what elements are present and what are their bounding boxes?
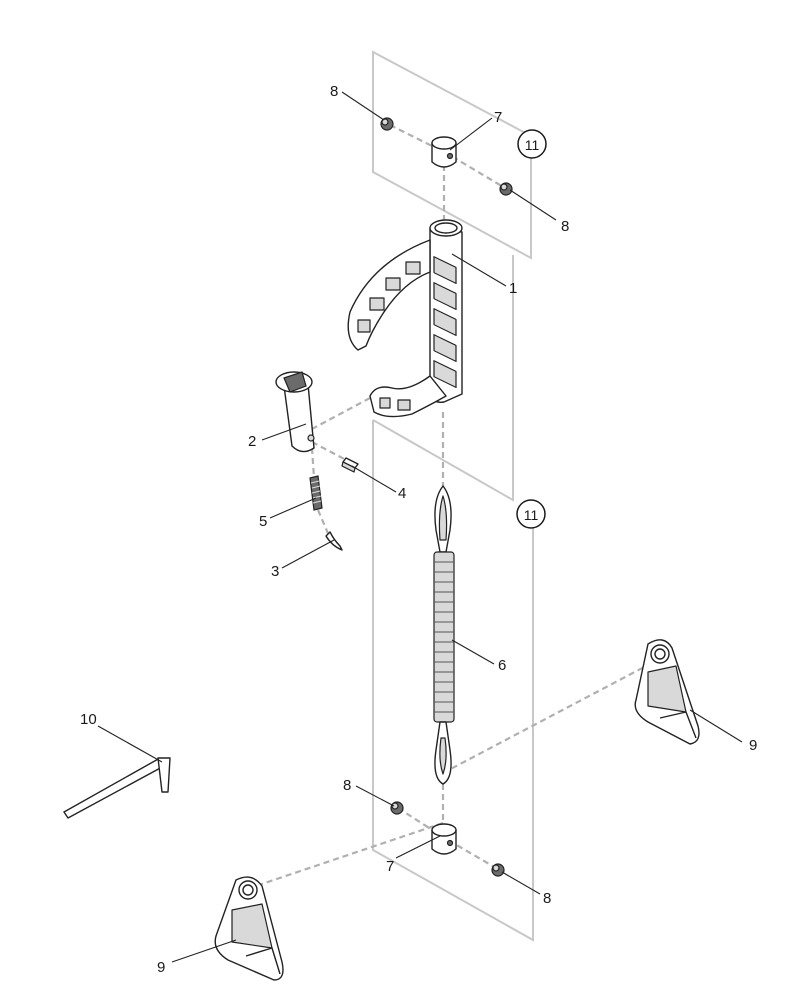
callout-9-right: 9 [749,737,757,754]
ref-callout-middle: 11 [516,499,546,529]
callout-10: 10 [80,711,97,728]
frame-lower-plane [372,420,534,942]
callout-7-bottom: 7 [386,858,394,875]
callout-1: 1 [509,280,517,297]
latch-body [275,371,315,453]
foot-right [634,639,700,745]
tension-spring [433,485,455,785]
clip [325,531,343,551]
leader-lines [97,91,743,963]
ref-callout-top-label: 11 [525,137,540,153]
ref-callout-top: 11 [517,129,547,159]
set-screw-bottom-right [491,863,505,877]
set-screw-top-left [380,117,394,131]
pin [341,457,359,473]
callout-8-bottom-left: 8 [343,777,351,794]
handle [347,219,463,418]
set-screw-bottom-left [390,801,404,815]
callout-5: 5 [259,513,267,530]
callout-8-bottom-right: 8 [543,890,551,907]
hex-key [63,757,171,819]
callout-2: 2 [248,433,256,450]
callout-4: 4 [398,485,406,502]
callout-3: 3 [271,563,279,580]
reference-frames [372,50,534,942]
spring [309,475,323,511]
frame-top-plane [372,50,532,260]
callout-7-top: 7 [494,109,502,126]
set-screw-top-right [499,182,513,196]
collar-bottom [431,823,457,855]
callout-9-left: 9 [157,959,165,976]
callout-8-top-right: 8 [561,218,569,235]
callout-6: 6 [498,657,506,674]
foot-left [214,876,284,981]
callout-labels: 1 2 3 4 5 6 7 7 8 8 8 8 9 9 10 [80,83,757,976]
collar-top [431,136,457,168]
ref-callout-middle-label: 11 [524,507,539,523]
callout-8-top-left: 8 [330,83,338,100]
frame-middle-plane [372,255,514,502]
